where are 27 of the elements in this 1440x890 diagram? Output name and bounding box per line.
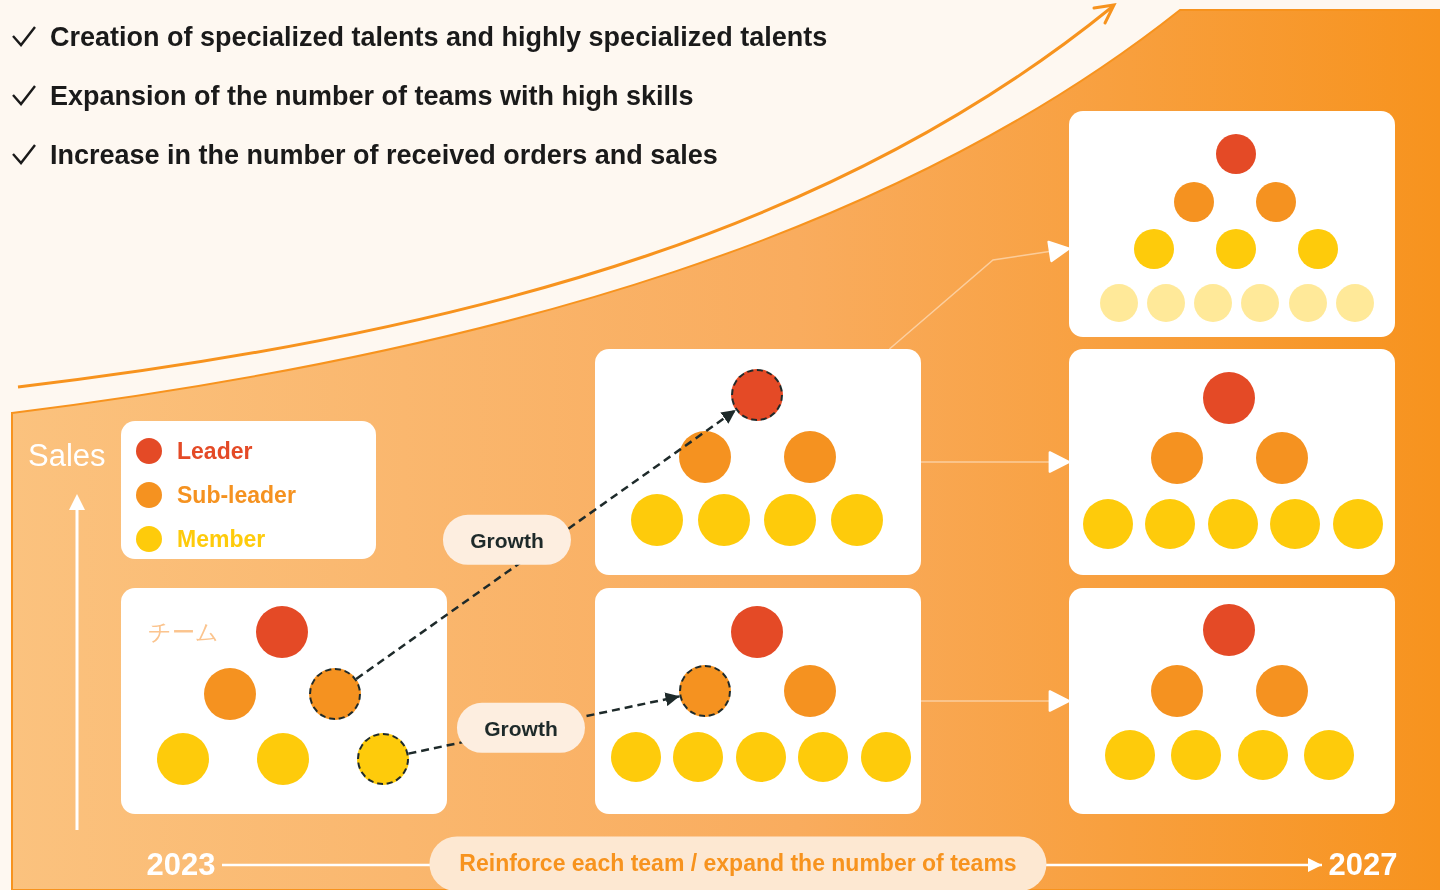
team-label: チーム: [148, 618, 219, 646]
edge-label: Reinforce each team / expand the number of teams: [429, 836, 1047, 890]
year-label: 2023: [140, 845, 222, 885]
dashed-circle: [357, 733, 409, 785]
dashed-circle: [309, 668, 361, 720]
dashed-arrow: [355, 409, 737, 680]
chevron-arrow: [888, 240, 1071, 350]
edge-label: Growth: [442, 514, 572, 566]
team-box: [1069, 588, 1395, 814]
checklist-item: Creation of specialized talents and highly specialized talents: [50, 20, 828, 54]
checklist-item: Expansion of the number of teams with high skills: [50, 79, 694, 113]
team-box: [595, 588, 921, 814]
team-box: [595, 349, 921, 575]
dashed-circle: [679, 665, 731, 717]
legend-label: Sub-leader: [177, 481, 296, 509]
axis-label: Sales: [28, 437, 106, 475]
year-label: 2027: [1322, 845, 1404, 885]
team-box: [1069, 349, 1395, 575]
dashed-circle: [731, 369, 783, 421]
team-box: [1069, 111, 1395, 337]
chevron-arrow: [920, 451, 1071, 473]
team-box: [121, 588, 447, 814]
edge-label: Growth: [456, 702, 586, 754]
legend-label: Leader: [177, 437, 253, 465]
chevron-arrow: [920, 690, 1071, 712]
checklist-item: Increase in the number of received orders and sales: [50, 138, 718, 172]
legend-label: Member: [177, 525, 266, 553]
